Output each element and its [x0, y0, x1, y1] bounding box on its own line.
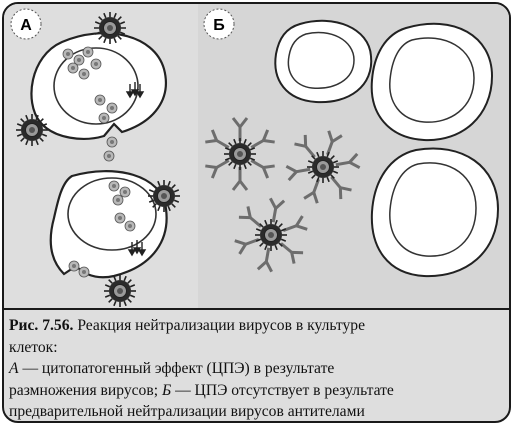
panel-b-label-badge: Б	[203, 8, 235, 40]
caption-line-1: Рис. 7.56. Реакция нейтрализации вирусов…	[9, 315, 505, 337]
figure-number: Рис. 7.56.	[9, 317, 74, 334]
caption-line-4: размножения вирусов; Б — ЦПЭ отсутствует…	[9, 380, 505, 402]
panel-b-label: Б	[213, 17, 225, 34]
virus-particle-icon	[93, 11, 127, 45]
release-arrows-icon	[125, 82, 145, 99]
caption-line-3: А — цитопатогенный эффект (ЦПЭ) в резуль…	[9, 358, 505, 380]
healthy-cell-icon	[274, 19, 373, 104]
virus-particle-icon	[223, 137, 257, 171]
virus-particle-icon	[306, 150, 340, 184]
caption-line-2: клеток:	[9, 337, 505, 359]
caption-line-5: предварительной нейтрализации вирусов ан…	[9, 401, 505, 421]
caption-a-text-part2: размножения вирусов;	[9, 381, 159, 399]
caption-b-text-part2: — ЦПЭ отсутствует в результате	[175, 381, 394, 399]
virus-particle-icon	[147, 179, 181, 213]
virus-particle-icon	[254, 218, 288, 252]
virus-particle-icon	[103, 274, 137, 308]
healthy-cell-icon	[370, 22, 494, 142]
release-arrows-icon	[127, 240, 147, 257]
panel-a-label-badge: А	[10, 8, 42, 40]
healthy-cell-icon	[370, 147, 500, 278]
caption-title-part2: клеток:	[9, 338, 58, 356]
panel-a-label: А	[20, 17, 32, 34]
caption-a-letter: А	[9, 360, 19, 377]
figure-illustration: А Б	[4, 4, 509, 310]
figure-caption: Рис. 7.56. Реакция нейтрализации вирусов…	[9, 315, 505, 421]
virus-particle-icon	[15, 113, 49, 147]
caption-a-text-part1: — цитопатогенный эффект (ЦПЭ) в результа…	[22, 360, 335, 377]
caption-b-text-part3: предварительной нейтрализации вирусов ан…	[9, 403, 365, 420]
caption-b-letter: Б	[161, 381, 172, 399]
caption-title-part1: Реакция нейтрализации вирусов в культуре	[77, 317, 366, 334]
neutralization-diagram: А Б	[4, 4, 509, 308]
